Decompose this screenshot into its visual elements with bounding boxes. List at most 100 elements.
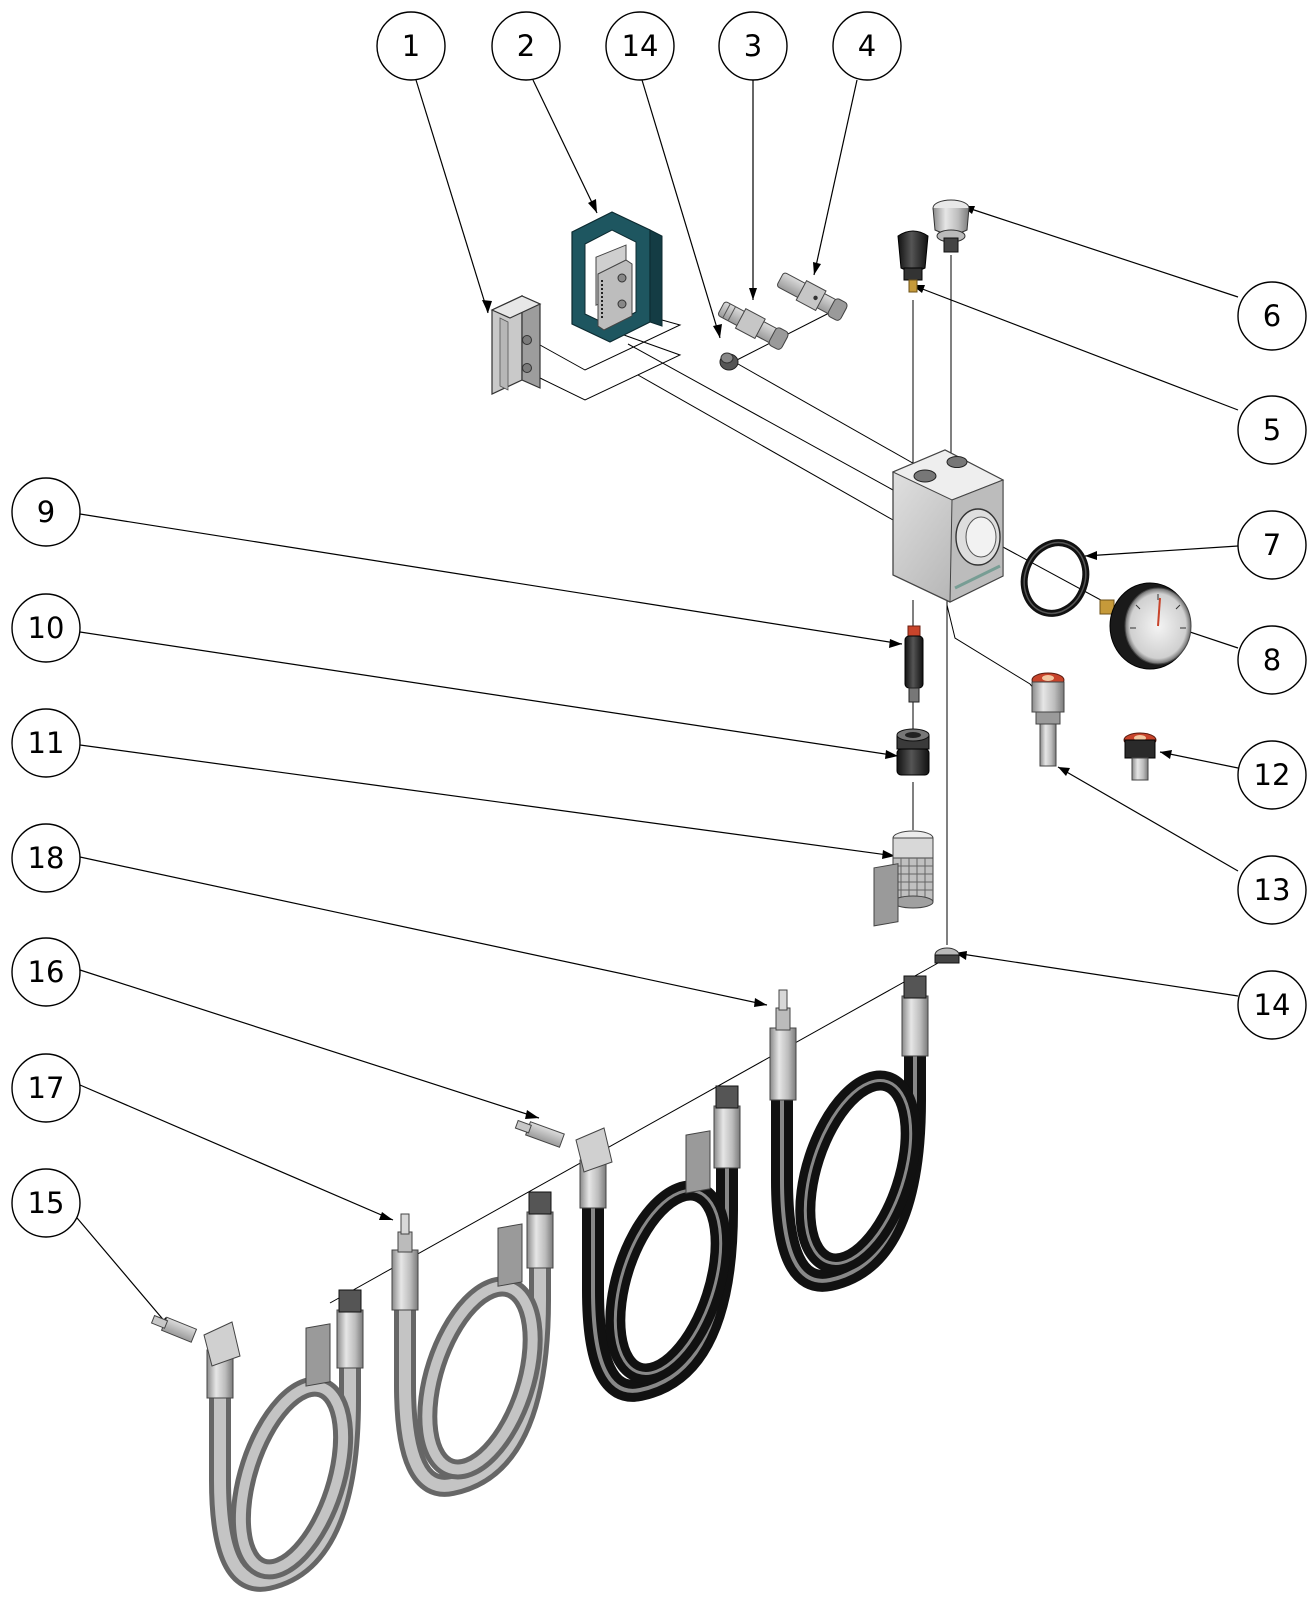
arrow-18 — [754, 998, 767, 1007]
item-9-check-valve — [904, 625, 924, 703]
leader-2 — [532, 79, 598, 214]
item-6-push-button-valve — [932, 199, 970, 253]
axis-nipple — [946, 604, 1036, 691]
arrow-2 — [588, 199, 597, 213]
callout-8: 8 — [1237, 625, 1307, 695]
callout-14-right: 14 — [1237, 970, 1307, 1040]
callout-2: 2 — [491, 11, 561, 81]
svg-text:14: 14 — [1254, 988, 1291, 1022]
callout-9: 9 — [11, 477, 81, 547]
svg-text:6: 6 — [1263, 299, 1281, 333]
callout-12: 12 — [1237, 740, 1307, 810]
axis-gauge — [989, 539, 1111, 606]
arrow-3 — [749, 288, 757, 300]
item-4-coupling — [777, 272, 848, 321]
svg-text:2: 2 — [517, 29, 535, 63]
axis-bracket-b — [539, 329, 682, 401]
leader-10 — [79, 631, 899, 757]
item-3-coupling — [718, 301, 789, 350]
svg-text:17: 17 — [28, 1071, 65, 1105]
arrow-13 — [1058, 767, 1070, 776]
arrow-1 — [482, 300, 492, 313]
callout-1: 1 — [376, 11, 446, 81]
callout-group: 1 2 14 3 4 6 5 7 8 12 13 14 9 10 11 18 1… — [11, 11, 1307, 1238]
svg-text:4: 4 — [858, 29, 876, 63]
svg-text:14: 14 — [622, 29, 659, 63]
svg-text:9: 9 — [37, 495, 55, 529]
leader-14-right — [954, 952, 1239, 997]
svg-text:1: 1 — [402, 29, 420, 63]
valve-block-body — [891, 449, 1005, 603]
arrow-10 — [885, 750, 898, 759]
callout-14-top: 14 — [605, 11, 675, 81]
callout-15: 15 — [11, 1168, 81, 1238]
leader-1 — [415, 79, 489, 314]
svg-text:15: 15 — [28, 1186, 65, 1220]
svg-text:7: 7 — [1263, 528, 1281, 562]
leader-12 — [1159, 751, 1239, 769]
svg-text:16: 16 — [28, 955, 65, 989]
item-16-black-hose-elbow — [514, 1085, 741, 1402]
item-11-filter — [892, 830, 934, 909]
axis-bracket-d — [637, 374, 894, 521]
item-18-black-hose-straight — [769, 863, 929, 1292]
leader-17 — [79, 1084, 394, 1221]
item-2-teal-bracket — [571, 211, 663, 343]
svg-text:8: 8 — [1263, 643, 1281, 677]
axis-bracket-c — [627, 343, 894, 491]
leader-14-top — [641, 79, 721, 339]
item-13-red-nipple-long — [1031, 672, 1065, 767]
leader-16 — [79, 969, 540, 1119]
leader-15 — [71, 1211, 173, 1331]
item-15-grey-hose-elbow — [150, 1289, 364, 1592]
svg-text:10: 10 — [28, 611, 65, 645]
leader-18 — [79, 856, 768, 1006]
leader-4 — [813, 79, 858, 276]
callout-5: 5 — [1237, 395, 1307, 465]
svg-text:12: 12 — [1254, 758, 1291, 792]
leader-6 — [961, 205, 1239, 298]
leader-11 — [79, 744, 896, 857]
callout-3: 3 — [718, 11, 788, 81]
item-12-red-nipple — [1123, 732, 1157, 781]
svg-text:11: 11 — [28, 726, 65, 760]
callout-18: 18 — [11, 823, 81, 893]
arrow-14-top — [713, 324, 722, 338]
arrow-16 — [525, 1110, 539, 1119]
svg-text:5: 5 — [1263, 413, 1281, 447]
callout-6: 6 — [1237, 281, 1307, 351]
arrow-12 — [1160, 750, 1172, 759]
arrow-17 — [379, 1212, 393, 1220]
leader-7 — [1084, 545, 1239, 557]
arrow-11 — [882, 850, 895, 859]
callout-16: 16 — [11, 937, 81, 1007]
callout-11: 11 — [11, 708, 81, 778]
svg-text:18: 18 — [28, 841, 65, 875]
item-10-adapter-nut — [896, 728, 930, 776]
arrow-7 — [1085, 551, 1097, 560]
axis-plug-top — [730, 359, 926, 471]
callout-17: 17 — [11, 1053, 81, 1123]
arrowheads — [161, 199, 1190, 1330]
item-5-black-knob — [897, 230, 929, 293]
callout-4: 4 — [832, 11, 902, 81]
item-8-pressure-gauge — [1099, 582, 1192, 670]
callout-7: 7 — [1237, 510, 1307, 580]
callout-10: 10 — [11, 593, 81, 663]
callout-13: 13 — [1237, 855, 1307, 925]
leader-9 — [79, 513, 903, 645]
axis-hoses — [329, 957, 948, 1304]
arrow-9 — [889, 639, 902, 648]
arrow-4 — [813, 262, 821, 275]
leader-5 — [911, 284, 1239, 411]
item-17-grey-hose-straight — [391, 1191, 554, 1497]
item-14-plug-top — [719, 352, 739, 371]
svg-text:3: 3 — [744, 29, 762, 63]
item-1-clamp-plate — [490, 295, 542, 395]
svg-text:13: 13 — [1254, 873, 1291, 907]
item-7-o-ring — [1020, 539, 1090, 617]
leader-13 — [1057, 766, 1239, 872]
item-14-plug-right — [934, 947, 960, 964]
